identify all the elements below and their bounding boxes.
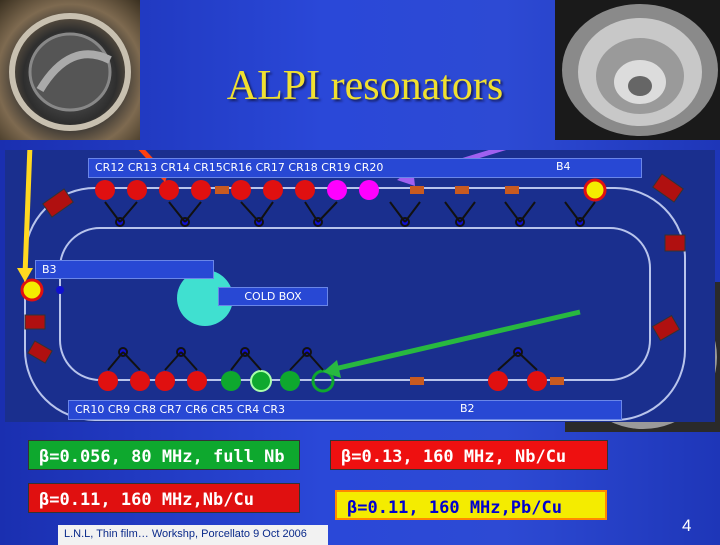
top-cr-label: CR12 CR13 CR14 CR15CR16 CR17 CR18 CR19 C… (88, 158, 642, 178)
cavity-photo-2 (562, 4, 718, 136)
legend-green: β=0.056, 80 MHz, full Nb (28, 440, 300, 470)
cavity-photo-left (0, 0, 140, 140)
legend-yellow: β=0.11, 160 MHz,Pb/Cu (335, 490, 607, 520)
footer-text: L.N.L, Thin film… Workshp, Porcellato 9 … (58, 525, 328, 545)
legend-red-2: β=0.13, 160 MHz, Nb/Cu (330, 440, 608, 470)
page-title: ALPI resonators (226, 63, 504, 109)
b4-label: B4 (556, 160, 571, 173)
cold-box-label: COLD BOX (218, 287, 328, 306)
cavity-photo-top-right (555, 0, 720, 140)
cavity-photo-1 (9, 13, 131, 131)
b3-label: B3 (35, 260, 214, 279)
ring-layout (17, 108, 686, 421)
bottom-cr-label: CR10 CR9 CR8 CR7 CR6 CR5 CR4 CR3 (68, 400, 622, 420)
bottom-cavities (98, 369, 547, 393)
top-cavities (95, 178, 607, 202)
legend-red-1: β=0.11, 160 MHz,Nb/Cu (28, 483, 300, 513)
page-number: 4 (682, 516, 692, 535)
beamline-diagram (5, 108, 715, 422)
b2-label: B2 (460, 402, 475, 415)
